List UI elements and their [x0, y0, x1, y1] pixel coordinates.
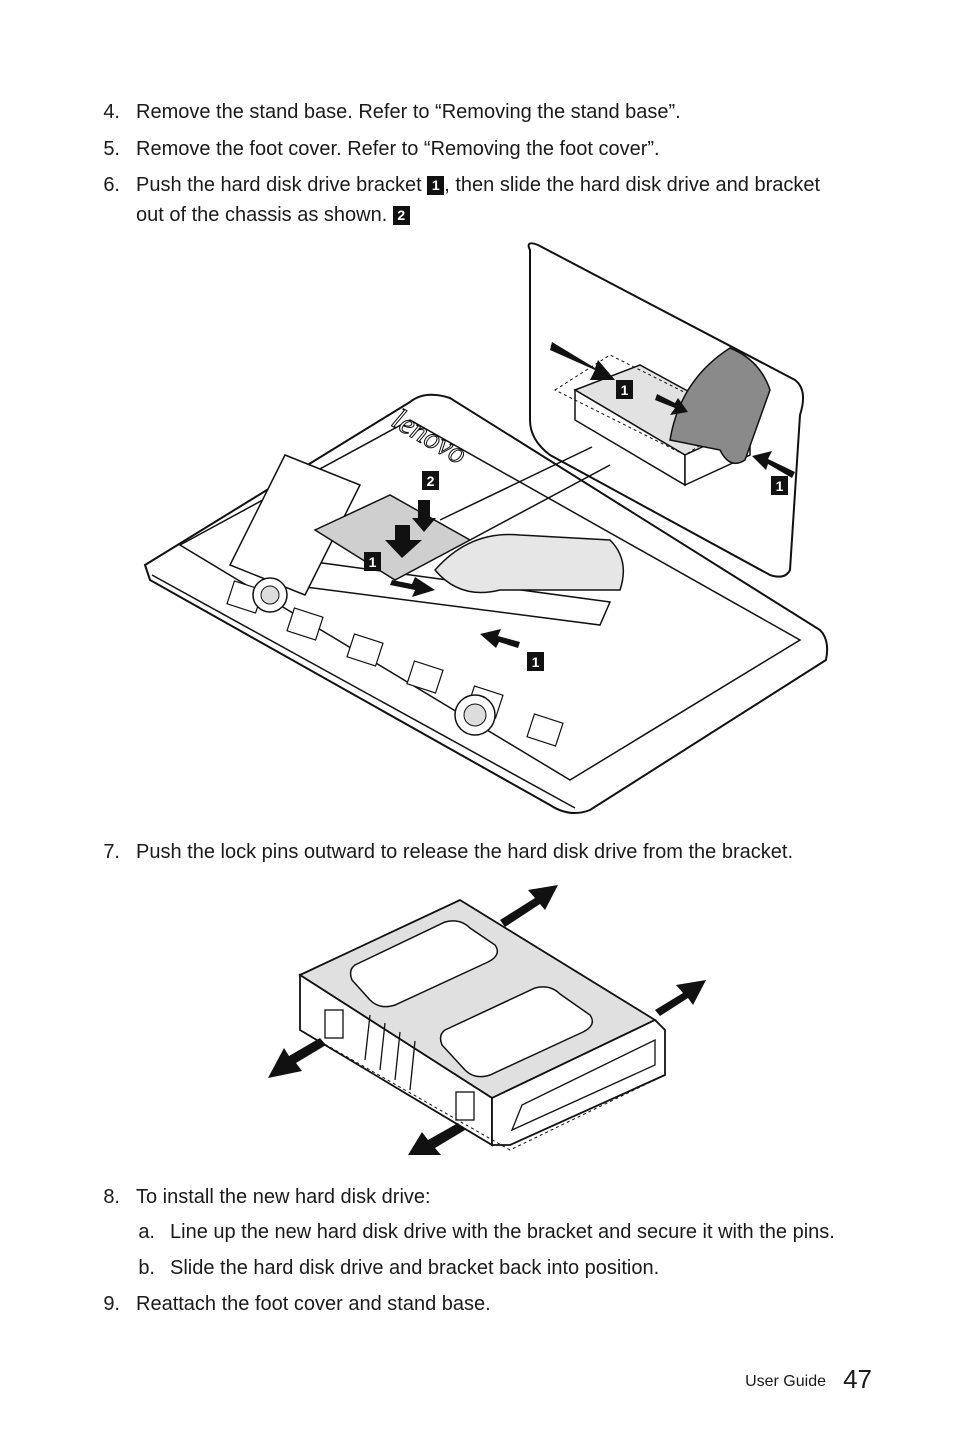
- callout-label: 1: [369, 554, 377, 570]
- figure-hdd-removal: lenovo 2 1 1 1 1: [143, 242, 829, 815]
- step-number: 4.: [103, 101, 120, 123]
- step-text: Push the hard disk drive bracket 1, then…: [136, 170, 820, 200]
- step-text: Slide the hard disk drive and bracket ba…: [170, 1257, 660, 1279]
- step-text-part: , then slide the hard disk drive and bra…: [444, 174, 821, 196]
- step-text-part: Push the hard disk drive bracket: [136, 174, 422, 196]
- callout-label: 2: [427, 473, 435, 489]
- step-text: Line up the new hard disk drive with the…: [170, 1221, 835, 1243]
- step-text: Reattach the foot cover and stand base.: [136, 1293, 491, 1315]
- callout-badge: 1: [427, 176, 445, 195]
- step-text-part: out of the chassis as shown.: [136, 204, 388, 226]
- page-number: 47: [843, 1364, 872, 1394]
- footer-label: User Guide: [745, 1373, 826, 1390]
- step-number: a.: [138, 1221, 155, 1243]
- figure-bracket-pins: [268, 885, 706, 1155]
- figure-callouts: 2 1 1 1 1: [364, 380, 788, 671]
- step-number: b.: [138, 1257, 155, 1279]
- step-number: 8.: [103, 1186, 120, 1208]
- callout-badge: 2: [392, 206, 410, 225]
- callout-label: 1: [621, 382, 629, 398]
- callout-label: 1: [776, 478, 784, 494]
- step-number: 6.: [103, 174, 120, 196]
- step-text: Remove the stand base. Refer to “Removin…: [136, 101, 681, 123]
- callout-label: 1: [532, 654, 540, 670]
- step-text-continuation: out of the chassis as shown. 2: [136, 200, 410, 230]
- step-text: Push the lock pins outward to release th…: [136, 841, 794, 863]
- step-number: 5.: [103, 138, 120, 160]
- step-number: 7.: [103, 841, 120, 863]
- step-text: To install the new hard disk drive:: [136, 1186, 431, 1208]
- step-number: 9.: [103, 1293, 120, 1315]
- step-text: Remove the foot cover. Refer to “Removin…: [136, 138, 660, 160]
